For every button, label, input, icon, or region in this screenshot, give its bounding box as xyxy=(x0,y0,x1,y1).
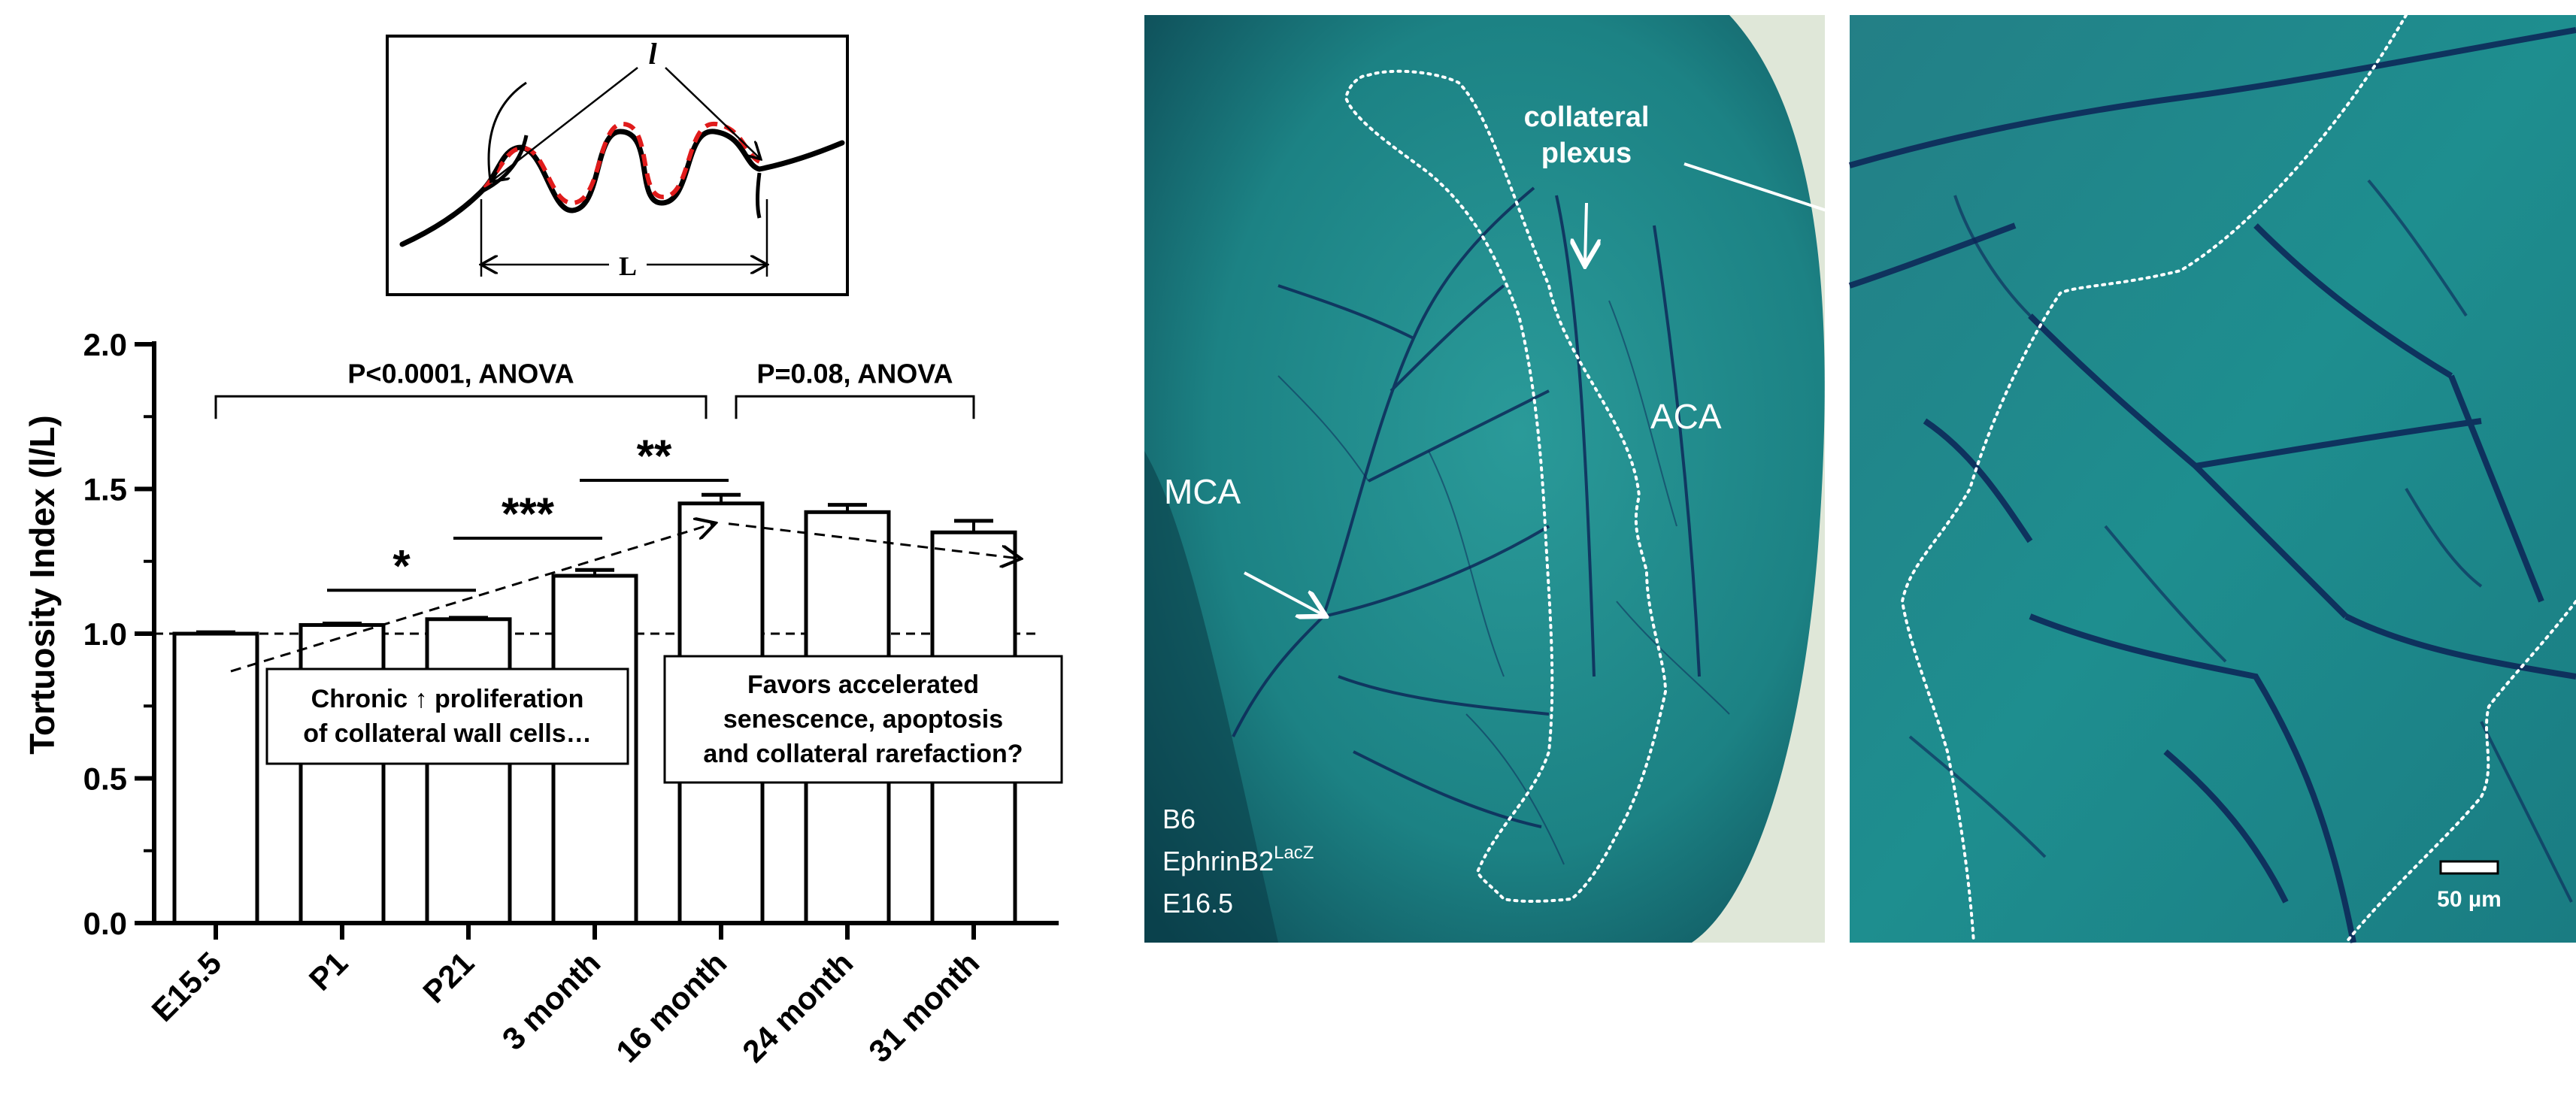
anova-brackets: P<0.0001, ANOVA P=0.08, ANOVA xyxy=(214,358,975,419)
magnified-vessels-fine xyxy=(1908,179,2573,903)
magnified-background xyxy=(1850,15,2576,943)
x-tick-label: E15.5 xyxy=(145,945,229,1028)
scale-bar xyxy=(2439,860,2499,875)
magnified-outline-left xyxy=(1900,14,2408,944)
x-tick-label: 31 month xyxy=(862,945,986,1069)
annotation-text: of collateral wall cells… xyxy=(303,719,592,748)
label-plexus: plexus xyxy=(1541,138,1632,169)
magnified-outline-right xyxy=(2344,600,2576,944)
anova-label: P<0.0001, ANOVA xyxy=(347,358,574,389)
x-tick-label: P21 xyxy=(416,945,480,1010)
x-tick-label: 24 month xyxy=(735,945,859,1069)
caption-gene-superscript: LacZ xyxy=(1274,843,1314,863)
caption-gene: EphrinB2LacZ xyxy=(1162,843,1314,876)
collateral-arrow-down xyxy=(1585,202,1587,263)
trend-arrow-plateau xyxy=(728,522,1019,558)
magnified-vessels xyxy=(1848,27,2576,943)
tortuosity-schematic: l L xyxy=(386,35,849,296)
anova-bracket xyxy=(214,395,708,419)
x-tick-label: P1 xyxy=(302,945,355,997)
y-tick-label: 0.0 xyxy=(83,906,127,941)
collateral-outline xyxy=(1344,69,1668,903)
mca-arrow xyxy=(1244,571,1323,615)
anova-label: P=0.08, ANOVA xyxy=(756,358,953,389)
label-collateral: collateral xyxy=(1524,101,1650,133)
brain-hemisphere xyxy=(1144,15,1825,943)
annotation-text: senescence, apoptosis xyxy=(723,705,1003,734)
annotation-text: and collateral rarefaction? xyxy=(703,740,1023,768)
annotation-box xyxy=(663,655,1063,784)
y-tick-label: 1.0 xyxy=(83,616,127,652)
schematic-label-L: L xyxy=(619,251,637,281)
annotation-text: Chronic ↑ proliferation xyxy=(311,685,584,713)
annotation-box xyxy=(265,667,629,765)
caption-strain: B6 xyxy=(1162,804,1196,834)
micrograph-overview: collateral plexus ACA MCA B6 EphrinB2Lac… xyxy=(1144,15,2060,943)
significance-stars: *** xyxy=(502,489,555,539)
y-axis: 0.0 0.5 1.0 1.5 2.0 xyxy=(83,327,156,941)
significance-stars: * xyxy=(392,540,411,591)
y-tick-label: 1.5 xyxy=(83,472,127,507)
bar-p21 xyxy=(425,617,512,925)
overview-vessels-fine xyxy=(1277,300,1730,865)
annotation-boxes: Chronic ↑ proliferation of collateral wal… xyxy=(265,655,1063,784)
label-mca: MCA xyxy=(1164,472,1241,511)
l-pointer-right xyxy=(665,67,759,158)
scale-bar-label: 50 µm xyxy=(2437,887,2502,912)
significance-brackets: ****** xyxy=(327,431,729,592)
anova-bracket xyxy=(735,395,975,419)
caption-age: E16.5 xyxy=(1162,888,1233,919)
y-axis-label: Tortuosity Index (l/L) xyxy=(23,415,62,754)
schematic-label-l: l xyxy=(648,37,657,71)
y-tick-label: 0.5 xyxy=(83,761,127,797)
overview-vessels xyxy=(1232,186,1701,828)
micrograph-magnified: 50 µm xyxy=(1848,14,2576,944)
x-tick-label: 16 month xyxy=(609,945,733,1069)
trend-arrow-rise xyxy=(230,524,714,673)
y-tick-label: 2.0 xyxy=(83,327,127,362)
annotation-text: Favors accelerated xyxy=(747,671,979,699)
error-bars xyxy=(196,492,993,634)
significance-stars: ** xyxy=(637,431,672,481)
trend-arrows xyxy=(230,522,1019,673)
x-tick-label: 3 month xyxy=(496,945,608,1057)
label-aca: ACA xyxy=(1650,397,1722,436)
bar-e15.5 xyxy=(172,631,259,925)
l-pointer-left xyxy=(492,67,638,180)
